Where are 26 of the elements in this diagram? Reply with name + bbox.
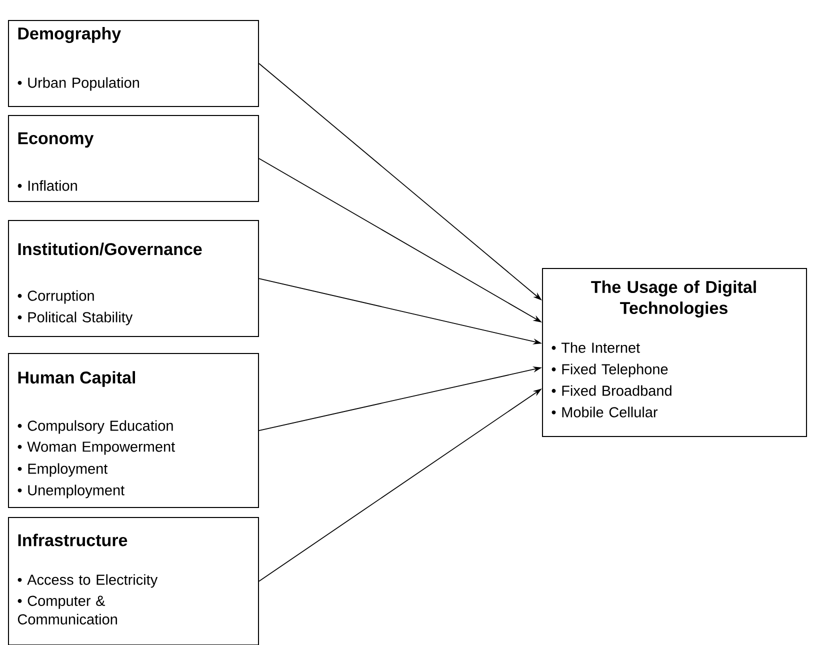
list-item: • Computer & Communication: [18, 596, 117, 624]
list-item: • The Internet: [552, 342, 640, 353]
heading: Demography: [18, 27, 122, 43]
list-item: • Fixed Broadband: [552, 385, 672, 396]
category-box: [8, 20, 259, 107]
list-item: • Corruption: [18, 290, 94, 304]
category-box: [542, 268, 807, 437]
list-item: • Access to Electricity: [18, 574, 158, 588]
heading: Infrastructure: [18, 534, 128, 546]
heading: Economy: [18, 132, 94, 148]
list-item: • Urban Population: [18, 77, 139, 91]
category-box: [8, 220, 259, 337]
list-item: • Unemployment: [18, 484, 124, 498]
list-item: • Woman Empowerment: [18, 442, 175, 455]
list-item: • Political Stability: [18, 312, 133, 326]
list-item: • Inflation: [18, 180, 77, 191]
category-box: [8, 353, 259, 508]
list-item: • Mobile Cellular: [552, 406, 658, 418]
list-item: • Employment: [18, 463, 108, 477]
list-item: • Compulsory Education: [18, 420, 173, 434]
list-item: • Fixed Telephone: [552, 364, 668, 378]
heading: Human Capital: [18, 371, 135, 387]
heading: The Usage of Digital Technologies: [591, 280, 756, 318]
category-box: [8, 115, 259, 202]
heading: Institution/Governance: [18, 242, 202, 256]
category-box: [8, 517, 259, 645]
